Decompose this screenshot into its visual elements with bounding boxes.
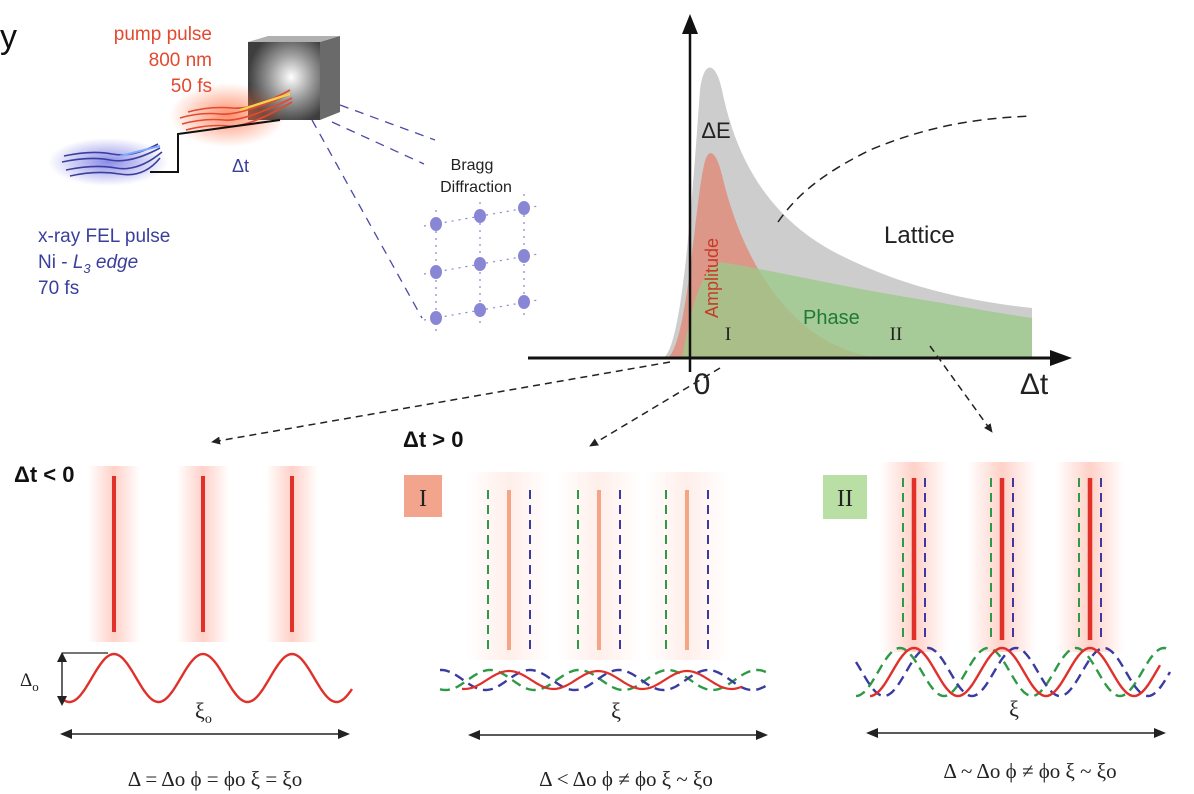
green-dashed-wave — [855, 646, 1171, 698]
region-one-waves — [439, 668, 771, 692]
xray-beam — [48, 138, 168, 186]
pump-label-line1: pump pulse — [114, 24, 212, 45]
lattice-site — [474, 303, 486, 317]
region-two-waves — [854, 646, 1172, 698]
lattice-site — [474, 209, 486, 223]
lattice-site — [430, 265, 442, 279]
lattice-site — [518, 201, 530, 215]
bragg-lattice — [423, 194, 539, 334]
time-evolution-plot: ΔE Amplitude Phase Lattice I II 0 Δt — [528, 14, 1072, 401]
lattice-label: Lattice — [884, 222, 955, 249]
lattice-site — [430, 217, 442, 231]
panel-one-caption: Δ < Δo ϕ ≠ ϕo ξ ~ ξo — [539, 767, 713, 791]
bragg-label-line1: Bragg — [451, 157, 494, 174]
energy-label: ΔE — [701, 118, 730, 143]
bragg-label-line2: Diffraction — [440, 179, 512, 196]
region-one-label: I — [725, 324, 731, 345]
amplitude-label: Amplitude — [702, 238, 722, 318]
blue-dashed-wave — [854, 646, 1172, 698]
lattice-curve — [777, 115, 1033, 223]
red-wave — [869, 646, 1162, 698]
before-wavelength-label: ξo — [195, 698, 212, 727]
panel-before-pump: Δt < 0 Δo ξo Δ = Δo ϕ = ϕo ξ = ξo — [14, 462, 353, 791]
corner-mark-text: y — [0, 18, 17, 56]
blue-dashed-wave — [440, 668, 771, 692]
time-axis-label: Δt — [1020, 368, 1049, 401]
panel-one-badge — [404, 475, 442, 517]
panel-one-heading: Δt > 0 — [403, 427, 463, 452]
pump-label-line2: 800 nm — [149, 50, 212, 71]
origin-label: 0 — [694, 368, 711, 401]
panel-region-one: Δt > 0 I ξ Δ < Δo ϕ ≠ ϕo ξ ~ ξo — [403, 427, 771, 791]
connector-arrows — [211, 345, 993, 447]
lattice-site — [518, 249, 530, 263]
lattice-site — [474, 257, 486, 271]
delay-path — [150, 119, 281, 173]
lattice-site — [430, 311, 442, 325]
phase-label: Phase — [803, 307, 860, 329]
before-amplitude-label: Δo — [20, 670, 39, 694]
panel-two-badge — [823, 475, 867, 519]
before-wave — [61, 652, 353, 704]
delay-label: Δt — [232, 156, 249, 176]
panel-two-wavelength-label: ξ — [1009, 696, 1019, 721]
time-axis-arrowhead — [1050, 350, 1072, 366]
energy-axis-arrowhead — [682, 14, 698, 34]
region-two-label: II — [890, 324, 903, 345]
probe-label-line1: x-ray FEL pulse — [38, 226, 170, 247]
lattice-site — [518, 295, 530, 309]
region-two-stripes — [880, 462, 1124, 652]
red-wave — [461, 669, 743, 691]
before-caption: Δ = Δo ϕ = ϕo ξ = ξo — [128, 767, 303, 791]
green-dashed-wave — [439, 668, 771, 692]
experiment-schematic: pump pulse 800 nm 50 fs — [38, 24, 539, 334]
panel-region-two: II ξ Δ ~ Δo ϕ ≠ ϕo ξ ~ ξo — [823, 462, 1172, 783]
before-charge-stripes — [88, 466, 318, 642]
phase-curve — [682, 262, 1032, 358]
probe-label-line3: 70 fs — [38, 278, 79, 299]
panel-one-badge-text: I — [419, 486, 427, 512]
panel-two-caption: Δ ~ Δo ϕ ≠ ϕo ξ ~ ξo — [943, 759, 1116, 783]
probe-label-line2: Ni - L3 edge — [38, 252, 138, 276]
panel-before-heading: Δt < 0 — [14, 462, 74, 487]
region-one-stripes — [467, 472, 729, 660]
panel-two-badge-text: II — [837, 486, 853, 512]
panel-one-wavelength-label: ξ — [611, 698, 621, 723]
diffraction-guide-lines — [311, 104, 436, 319]
